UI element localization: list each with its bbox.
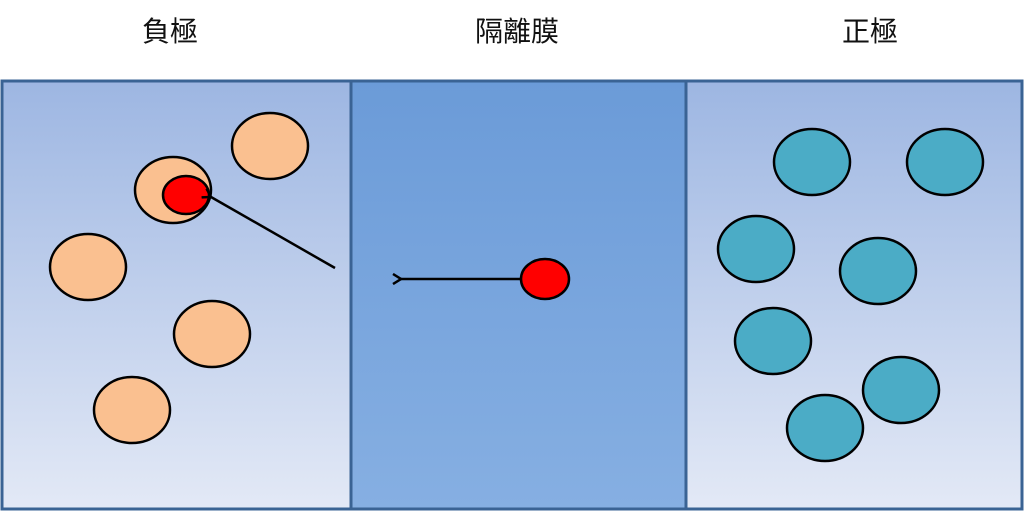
cathode-particle: [785, 393, 865, 463]
cathode-particle: [905, 127, 985, 197]
insertion-arrow: [211, 197, 336, 270]
cathode-particle: [838, 236, 918, 306]
separator-region: [349, 79, 688, 511]
lithium-ion-migrating: [519, 257, 571, 301]
cathode-particles: [716, 127, 985, 463]
anode-particle: [172, 299, 252, 369]
separator-label: 隔離膜: [474, 15, 559, 48]
cathode-label: 正極: [841, 15, 898, 48]
anode-particle: [48, 232, 128, 302]
lithium-ion-inserted: [161, 174, 211, 216]
cathode-particle: [733, 306, 813, 376]
cathode-particle: [772, 127, 852, 197]
anode-label: 負極: [141, 15, 198, 48]
cathode-particle: [861, 355, 941, 425]
cathode-particle: [716, 214, 796, 284]
anode-particle: [92, 375, 172, 445]
anode-particle: [230, 111, 310, 181]
